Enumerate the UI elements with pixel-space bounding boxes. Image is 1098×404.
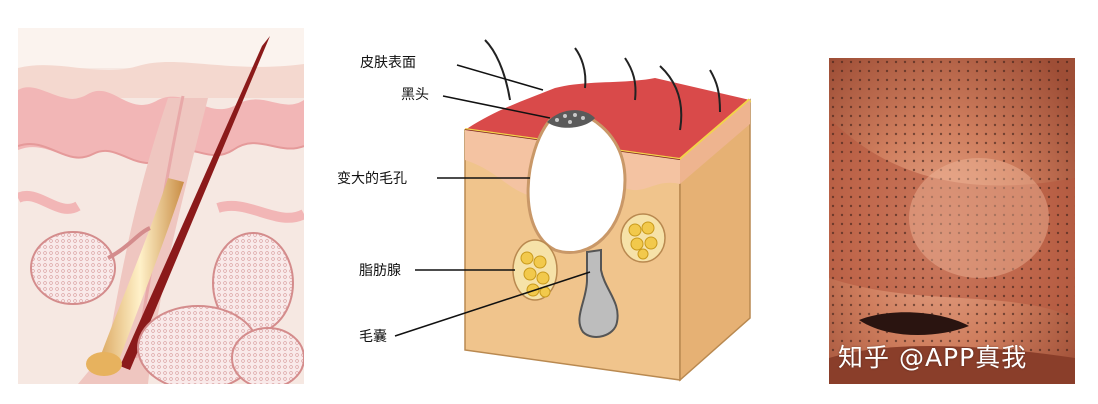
label-hair-follicle: 毛囊 xyxy=(359,329,387,345)
pore-block-art xyxy=(394,39,752,382)
label-enlarged-pore: 变大的毛孔 xyxy=(337,171,407,187)
nose-photo-art xyxy=(829,58,1075,384)
follicle-cross-section-illustration xyxy=(18,28,304,384)
sebaceous-gland-right xyxy=(620,213,666,263)
nose-pores-photo xyxy=(829,58,1075,384)
label-blackhead: 黑头 xyxy=(401,87,429,103)
sebaceous-gland-left xyxy=(512,239,558,301)
nostril xyxy=(859,312,969,336)
watermark-text: 知乎 @APP真我 xyxy=(838,343,1028,372)
label-sebaceous-gland: 脂肪腺 xyxy=(359,263,401,279)
label-skin-surface: 皮肤表面 xyxy=(360,55,416,71)
pore-block-diagram: 皮肤表面 黑头 变大的毛孔 脂肪腺 毛囊 xyxy=(325,0,785,404)
leader-blackhead xyxy=(442,95,551,119)
enlarged-pore-shape xyxy=(526,116,627,254)
leader-skin-surface xyxy=(456,64,544,91)
blackhead-plug xyxy=(547,110,595,128)
leader-hair-follicle xyxy=(394,271,591,337)
follicle-cross-section-art xyxy=(18,28,304,384)
